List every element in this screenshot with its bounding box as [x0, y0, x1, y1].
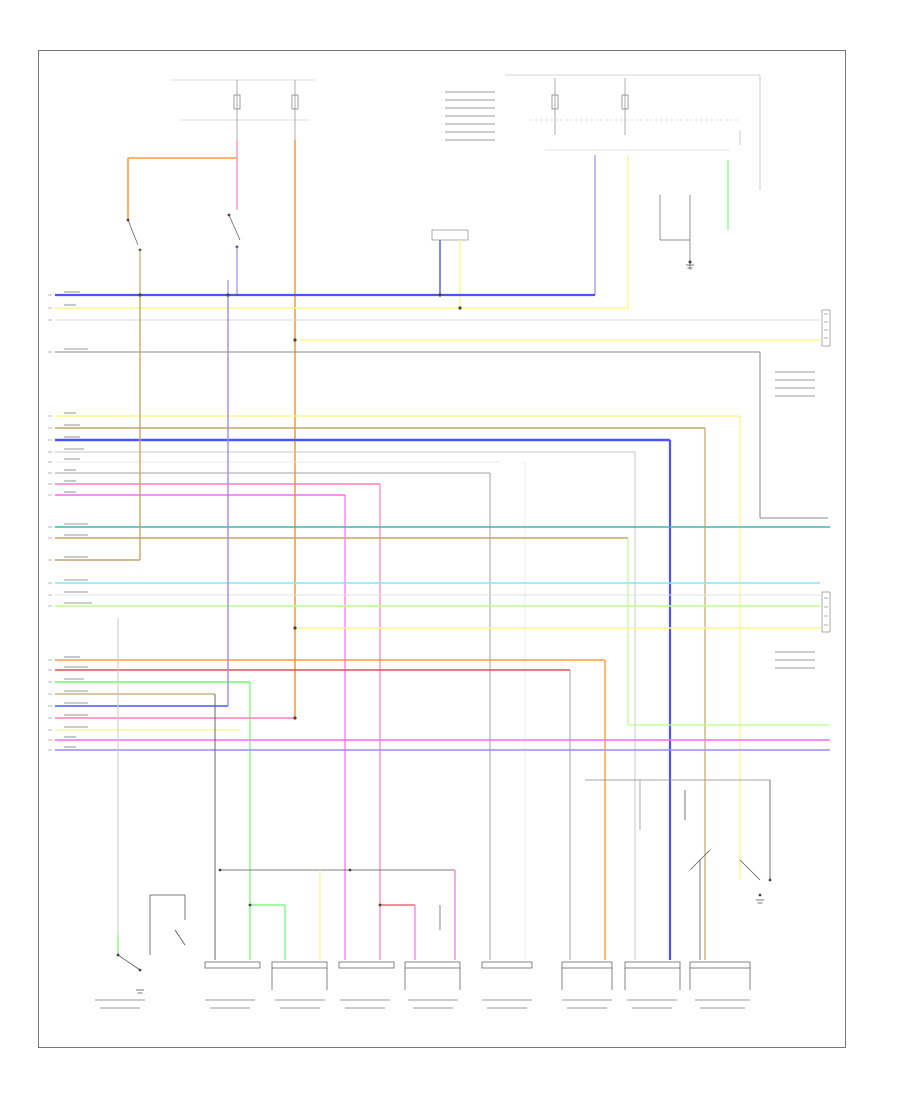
connector-block: [271, 961, 328, 969]
connector-block: [338, 961, 395, 969]
junction-right: [431, 155, 729, 308]
fuse-icon: [291, 94, 299, 110]
relay-module-lower-right: [585, 779, 772, 960]
connector-block: [404, 961, 461, 969]
fuse-block-left: [170, 79, 315, 150]
connector-block: [431, 229, 469, 241]
fuse-icon: [233, 94, 241, 110]
connector-block: [481, 961, 533, 969]
connector-right-mid: [821, 591, 831, 633]
bus-wires: [55, 293, 830, 960]
left-pin-ticks: [48, 294, 52, 751]
connector-right-top: [821, 309, 831, 347]
fuse-icon: [621, 94, 629, 110]
switch-lower-left: [116, 618, 186, 972]
lower-branches: [218, 868, 456, 960]
component-boxes: [204, 961, 751, 990]
diagram-border: [38, 50, 846, 1048]
connector-block: [624, 961, 681, 969]
splice-dots: [138, 293, 462, 720]
fuse-block-right: [505, 74, 761, 190]
connector-block: [689, 961, 751, 969]
connector-block: [561, 961, 613, 969]
relay-switch-left: [126, 140, 241, 295]
ground-icon: [136, 264, 764, 994]
connector-block: [204, 961, 261, 969]
fuse-icon: [551, 94, 559, 110]
label-placeholders: [64, 91, 815, 1009]
